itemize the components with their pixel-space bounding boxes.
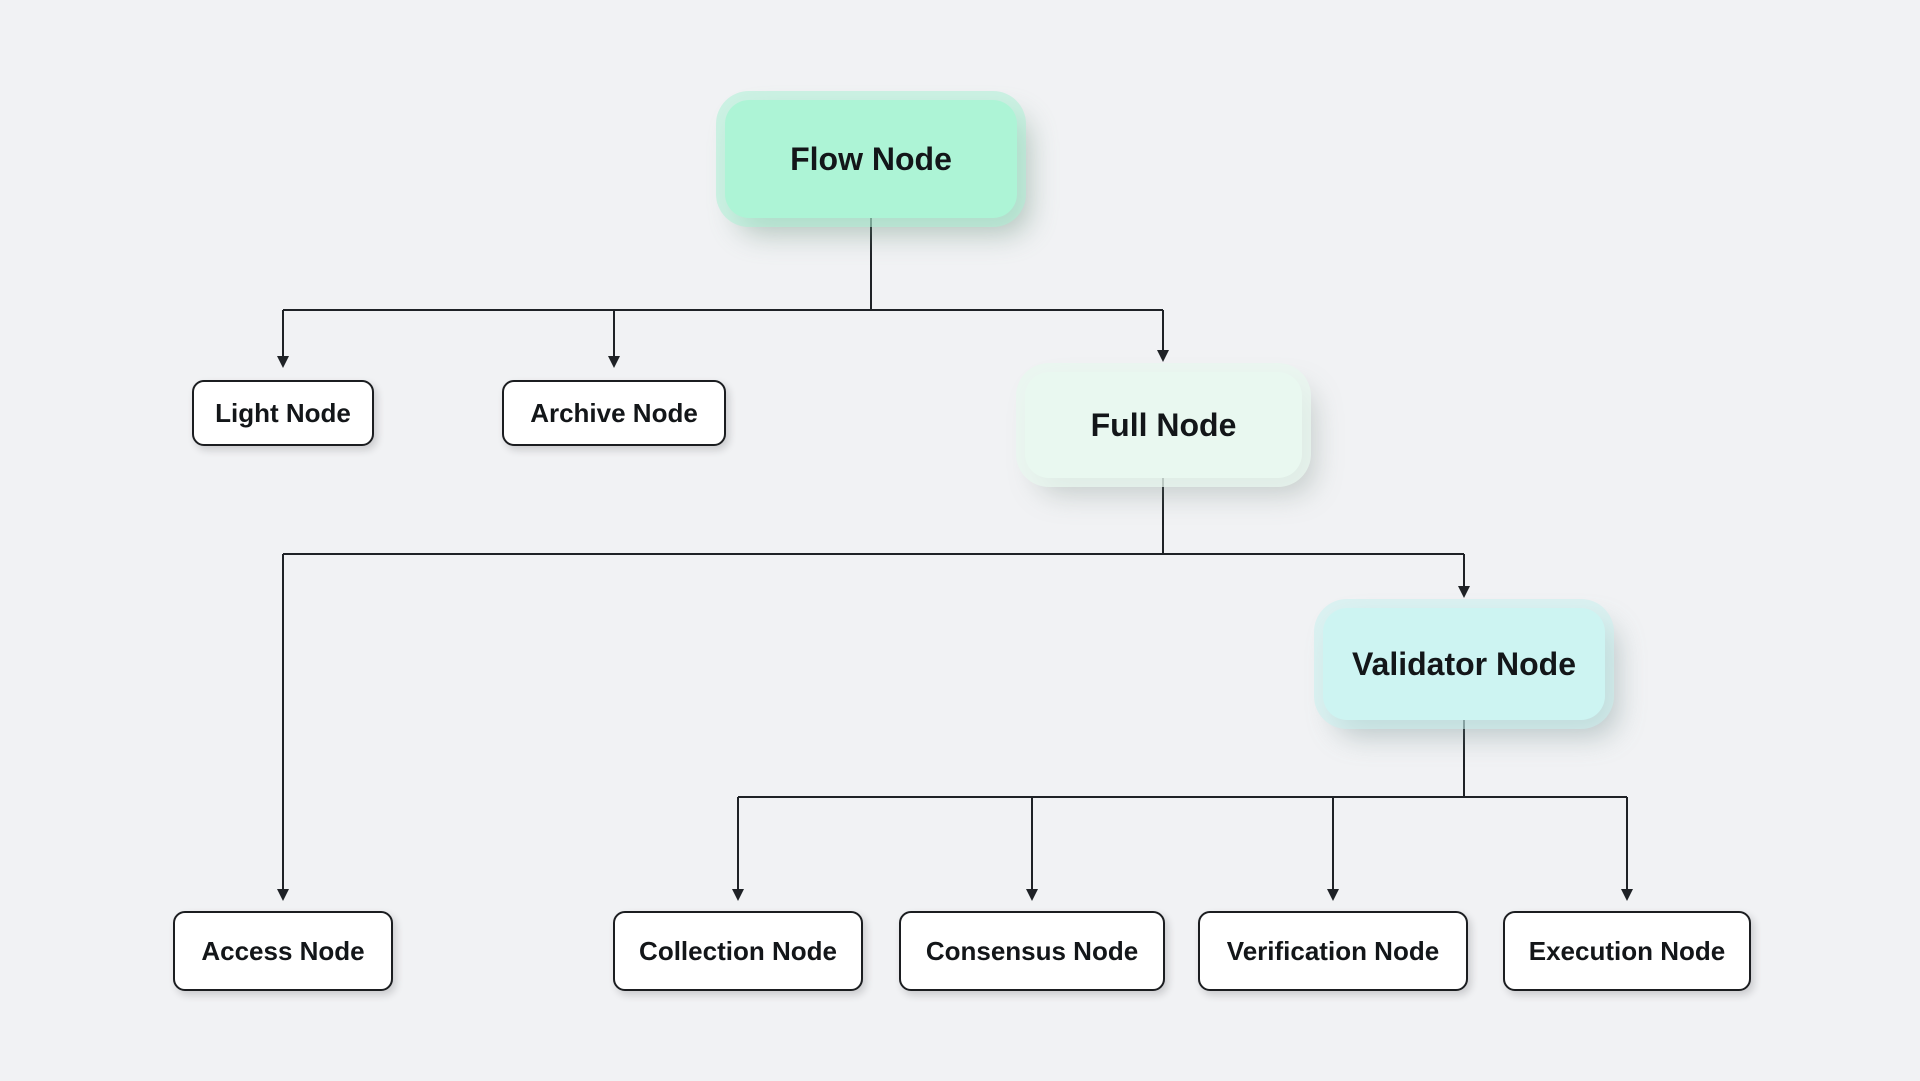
node-access-label: Access Node — [201, 935, 365, 966]
node-execution[interactable]: Execution Node — [1503, 911, 1751, 991]
node-flow-label: Flow Node — [790, 140, 952, 177]
node-consensus-label: Consensus Node — [925, 935, 1139, 966]
node-validator[interactable]: Validator Node — [1323, 608, 1605, 720]
edges-from-flow-node — [277, 218, 1169, 368]
node-collection-label: Collection Node — [639, 935, 837, 966]
node-verification[interactable]: Verification Node — [1198, 911, 1468, 991]
node-execution-label: Execution Node — [1528, 935, 1726, 966]
node-light[interactable]: Light Node — [192, 380, 374, 446]
edges-from-full-node — [277, 478, 1470, 901]
node-verification-label: Verification Node — [1226, 935, 1440, 966]
edges-from-validator-node — [732, 720, 1633, 901]
node-consensus[interactable]: Consensus Node — [899, 911, 1165, 991]
node-full-label: Full Node — [1090, 406, 1237, 443]
node-flow[interactable]: Flow Node — [725, 100, 1017, 218]
node-archive-label: Archive Node — [530, 397, 698, 428]
node-validator-label: Validator Node — [1351, 645, 1577, 682]
node-collection[interactable]: Collection Node — [613, 911, 863, 991]
node-archive[interactable]: Archive Node — [502, 380, 726, 446]
node-full[interactable]: Full Node — [1025, 372, 1302, 478]
node-access[interactable]: Access Node — [173, 911, 393, 991]
node-light-label: Light Node — [215, 397, 351, 428]
